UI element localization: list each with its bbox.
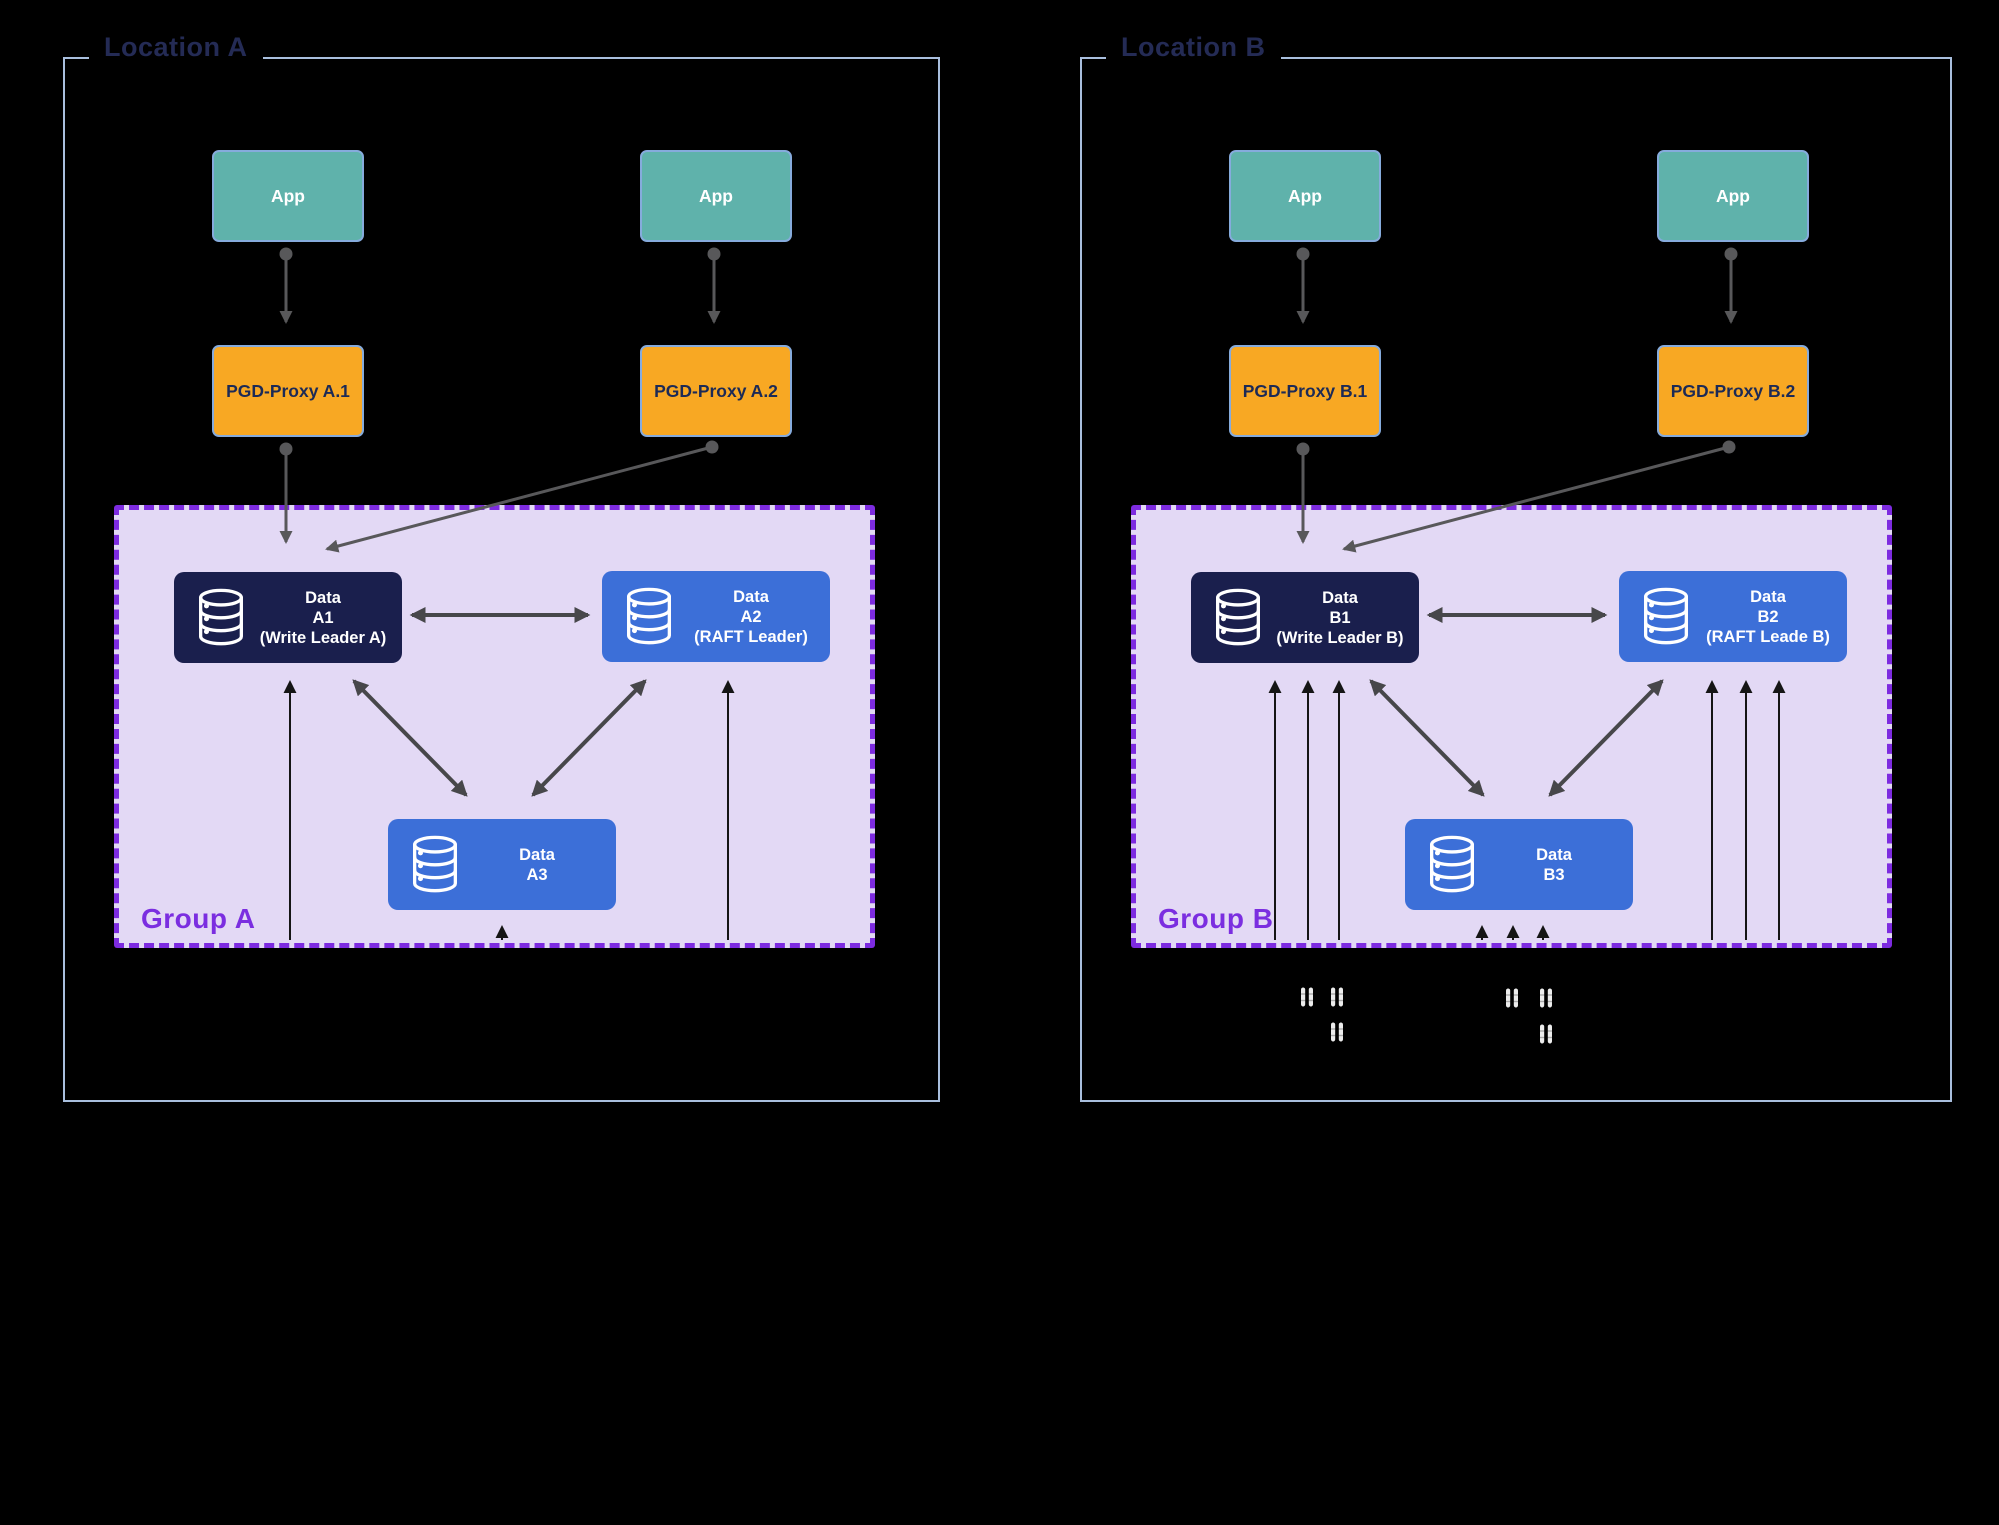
node-label-line: Data [1322, 588, 1358, 607]
node-label-line: A2 [740, 607, 762, 626]
location-b-box: Location B App App PGD-Proxy B.1 PGD-Pro… [1080, 25, 1952, 1102]
proxy-label: PGD-Proxy A.1 [226, 380, 350, 401]
node-label-line: B1 [1329, 608, 1351, 627]
pgd-proxy-node: PGD-Proxy B.2 [1657, 345, 1809, 437]
node-label-line: A1 [312, 608, 334, 627]
location-a-box: Location A App App PGD-Proxy A.1 PGD-Pro… [63, 25, 940, 1102]
node-label-line: Data [1536, 845, 1572, 864]
app-node: App [1229, 150, 1381, 242]
data-node-b3: Data B3 [1405, 819, 1633, 910]
location-title: Location B [1106, 25, 1281, 69]
database-icon [1207, 587, 1269, 649]
app-node: App [212, 150, 364, 242]
group-b-box: Data B1 (Write Leader B) Data B2 (RAFT L… [1131, 505, 1892, 948]
app-label: App [270, 185, 306, 206]
data-node-b1: Data B1 (Write Leader B) [1191, 572, 1419, 663]
node-label-line: A3 [526, 865, 548, 884]
node-label-line: Data [305, 588, 341, 607]
pgd-proxy-node: PGD-Proxy A.2 [640, 345, 792, 437]
node-label-line: B2 [1757, 607, 1779, 626]
group-label: Group B [1158, 903, 1274, 934]
group-a-box: Data A1 (Write Leader A) Data A2 (RAFT L… [114, 505, 875, 948]
proxy-label: PGD-Proxy A.2 [654, 380, 778, 401]
database-icon [1421, 834, 1483, 896]
node-label: Data B1 (Write Leader B) [1269, 588, 1419, 648]
node-label-line: Data [519, 845, 555, 864]
app-label: App [698, 185, 734, 206]
pgd-proxy-node: PGD-Proxy B.1 [1229, 345, 1381, 437]
node-label-line: B3 [1543, 865, 1565, 884]
node-label: Data B3 [1483, 845, 1633, 885]
node-label: Data A2 (RAFT Leader) [680, 587, 830, 647]
data-node-a1: Data A1 (Write Leader A) [174, 572, 402, 663]
database-icon [190, 587, 252, 649]
data-node-a3: Data A3 [388, 819, 616, 910]
app-label: App [1287, 185, 1323, 206]
node-label-line: (Write Leader B) [1276, 628, 1404, 647]
node-label-line: Data [1750, 587, 1786, 606]
app-node: App [640, 150, 792, 242]
app-node: App [1657, 150, 1809, 242]
node-label-line: Data [733, 587, 769, 606]
node-label-line: (RAFT Leade B) [1706, 627, 1830, 646]
data-node-a2: Data A2 (RAFT Leader) [602, 571, 830, 662]
pgd-proxy-node: PGD-Proxy A.1 [212, 345, 364, 437]
proxy-label: PGD-Proxy B.1 [1242, 380, 1368, 401]
node-label-line: (RAFT Leader) [694, 627, 808, 646]
group-label: Group A [141, 903, 256, 934]
node-label: Data B2 (RAFT Leade B) [1697, 587, 1847, 647]
data-node-b2: Data B2 (RAFT Leade B) [1619, 571, 1847, 662]
node-label: Data A3 [466, 845, 616, 885]
proxy-label: PGD-Proxy B.2 [1670, 380, 1796, 401]
database-icon [404, 834, 466, 896]
node-label: Data A1 (Write Leader A) [252, 588, 402, 648]
node-label-line: (Write Leader A) [259, 628, 387, 647]
location-title: Location A [89, 25, 263, 69]
database-icon [618, 586, 680, 648]
app-label: App [1715, 185, 1751, 206]
database-icon [1635, 586, 1697, 648]
